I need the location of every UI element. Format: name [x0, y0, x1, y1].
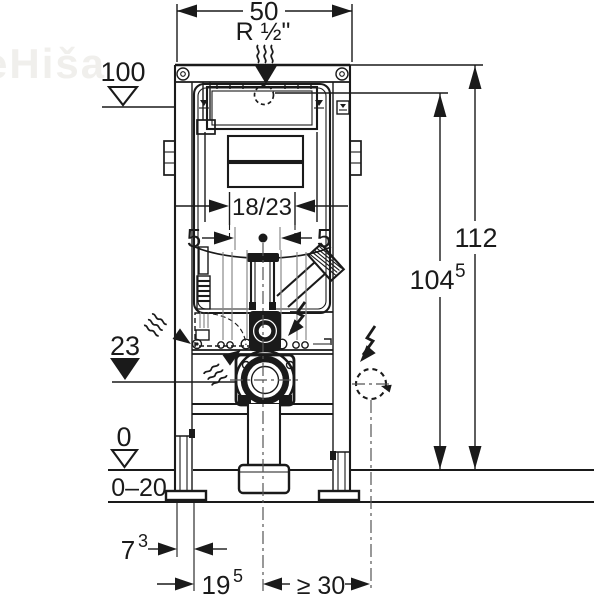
- supply-height-sup: 5: [455, 261, 466, 282]
- drain-elbow: [230, 349, 300, 411]
- wall-bracket: [163, 140, 362, 176]
- dim-front-offset: 7 3: [121, 502, 227, 591]
- water-supply-marker: [253, 44, 278, 106]
- center-point-icon: [258, 233, 268, 243]
- level-marker-icon: [109, 448, 140, 469]
- front-offset-label: 7: [121, 535, 135, 565]
- electrical-connection: [288, 301, 392, 591]
- watermark-text: eHiša: [0, 40, 106, 87]
- pipe-collar: [249, 311, 281, 351]
- dim-outlet-offset: 19 5: [157, 566, 243, 600]
- total-height-label: 112: [454, 223, 497, 253]
- frame-width-label: 50: [250, 0, 279, 26]
- dim-upper-level: 100: [100, 57, 175, 108]
- front-offset-sup: 3: [138, 531, 148, 551]
- supply-height-label: 104: [409, 265, 454, 295]
- leg-foot: [164, 489, 361, 502]
- floor-level-label: 0: [116, 422, 131, 452]
- fill-valve-icon: [336, 100, 350, 115]
- supply-connection-icon: [253, 84, 275, 106]
- upper-level-label: 100: [100, 57, 145, 87]
- down-arrow-icon: [254, 64, 278, 84]
- socket-clearance-label: ≥ 30: [297, 572, 345, 600]
- outlet-height-label: 23: [110, 331, 140, 361]
- fill-hose: [195, 246, 211, 341]
- flush-bend: [276, 242, 346, 308]
- offset-left-label: 5: [187, 223, 201, 253]
- drain-pipe: [237, 404, 291, 495]
- drain-socket: [237, 463, 291, 495]
- internal-supply-pipe: [196, 82, 216, 135]
- dim-outlet-height: 23: [110, 331, 235, 383]
- dim-socket-clearance: ≥ 30: [263, 572, 370, 600]
- cover-plate-ticks: [216, 84, 312, 89]
- water-level-icon: [199, 100, 324, 109]
- water-flow-arrow: [143, 313, 241, 386]
- access-window-upper: [226, 134, 305, 163]
- dim-pan-bolt-spacing: 18/23: [176, 192, 348, 240]
- dim-supply-height: 104 5: [275, 92, 466, 470]
- outlet-offset-label: 19: [202, 570, 231, 600]
- offset-right-label: 5: [317, 223, 331, 253]
- dim-center-offsets: 5 5: [187, 223, 331, 253]
- mounting-frame: [163, 63, 362, 502]
- dim-total-height: 112: [350, 64, 498, 470]
- outlet-offset-sup: 5: [233, 566, 243, 586]
- dim-frame-width: 50: [176, 0, 353, 62]
- level-marker-icon: [110, 358, 140, 380]
- supply-thread-label: R ½": [236, 18, 291, 46]
- pan-bolt-spacing-label: 18/23: [232, 194, 292, 221]
- dim-floor-level: 0 0–20: [109, 422, 167, 502]
- level-marker-icon: [106, 85, 140, 107]
- access-window-lower: [226, 161, 305, 189]
- fixing-hole-icon: [176, 67, 349, 81]
- floor-buildup-label: 0–20: [111, 474, 167, 502]
